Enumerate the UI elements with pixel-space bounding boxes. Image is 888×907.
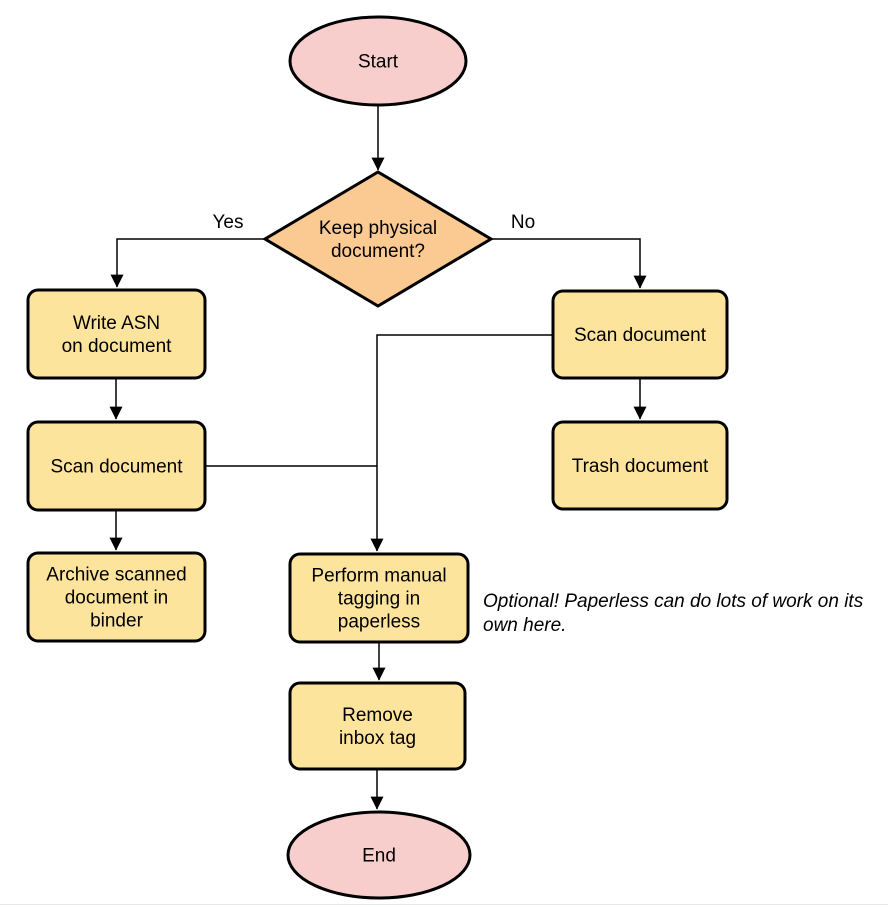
node-manual-tagging: [288, 552, 470, 644]
edge-scan-right-to-manual-tagging: [370, 334, 553, 552]
edge-label-decision-yes-to-write-asn: Yes: [213, 212, 244, 233]
node-remove-inbox-tag: [288, 681, 467, 771]
node-label-start: Start: [358, 52, 399, 73]
node-keep-physical-decision: [262, 170, 494, 308]
node-archive-binder: [26, 551, 207, 643]
node-scan-document-right: [551, 289, 729, 380]
node-end: [286, 810, 472, 900]
node-start: [288, 15, 468, 107]
edge-decision-yes-to-write-asn: [110, 238, 265, 288]
node-write-asn: [26, 288, 207, 380]
edge-decision-no-to-scan-right: [491, 238, 647, 289]
node-label-scan-document-left: Scan document: [50, 457, 183, 478]
node-scan-document-left: [26, 420, 207, 512]
page-bottom-border: [0, 904, 888, 905]
node-label-scan-document-right: Scan document: [574, 325, 707, 346]
edge-label-decision-no-to-scan-right: No: [511, 212, 535, 233]
node-trash-document: [551, 420, 729, 511]
annotation-note: Optional! Paperless can do lots of work …: [483, 591, 864, 636]
node-label-end: End: [362, 846, 396, 867]
node-label-trash-document: Trash document: [572, 456, 709, 477]
